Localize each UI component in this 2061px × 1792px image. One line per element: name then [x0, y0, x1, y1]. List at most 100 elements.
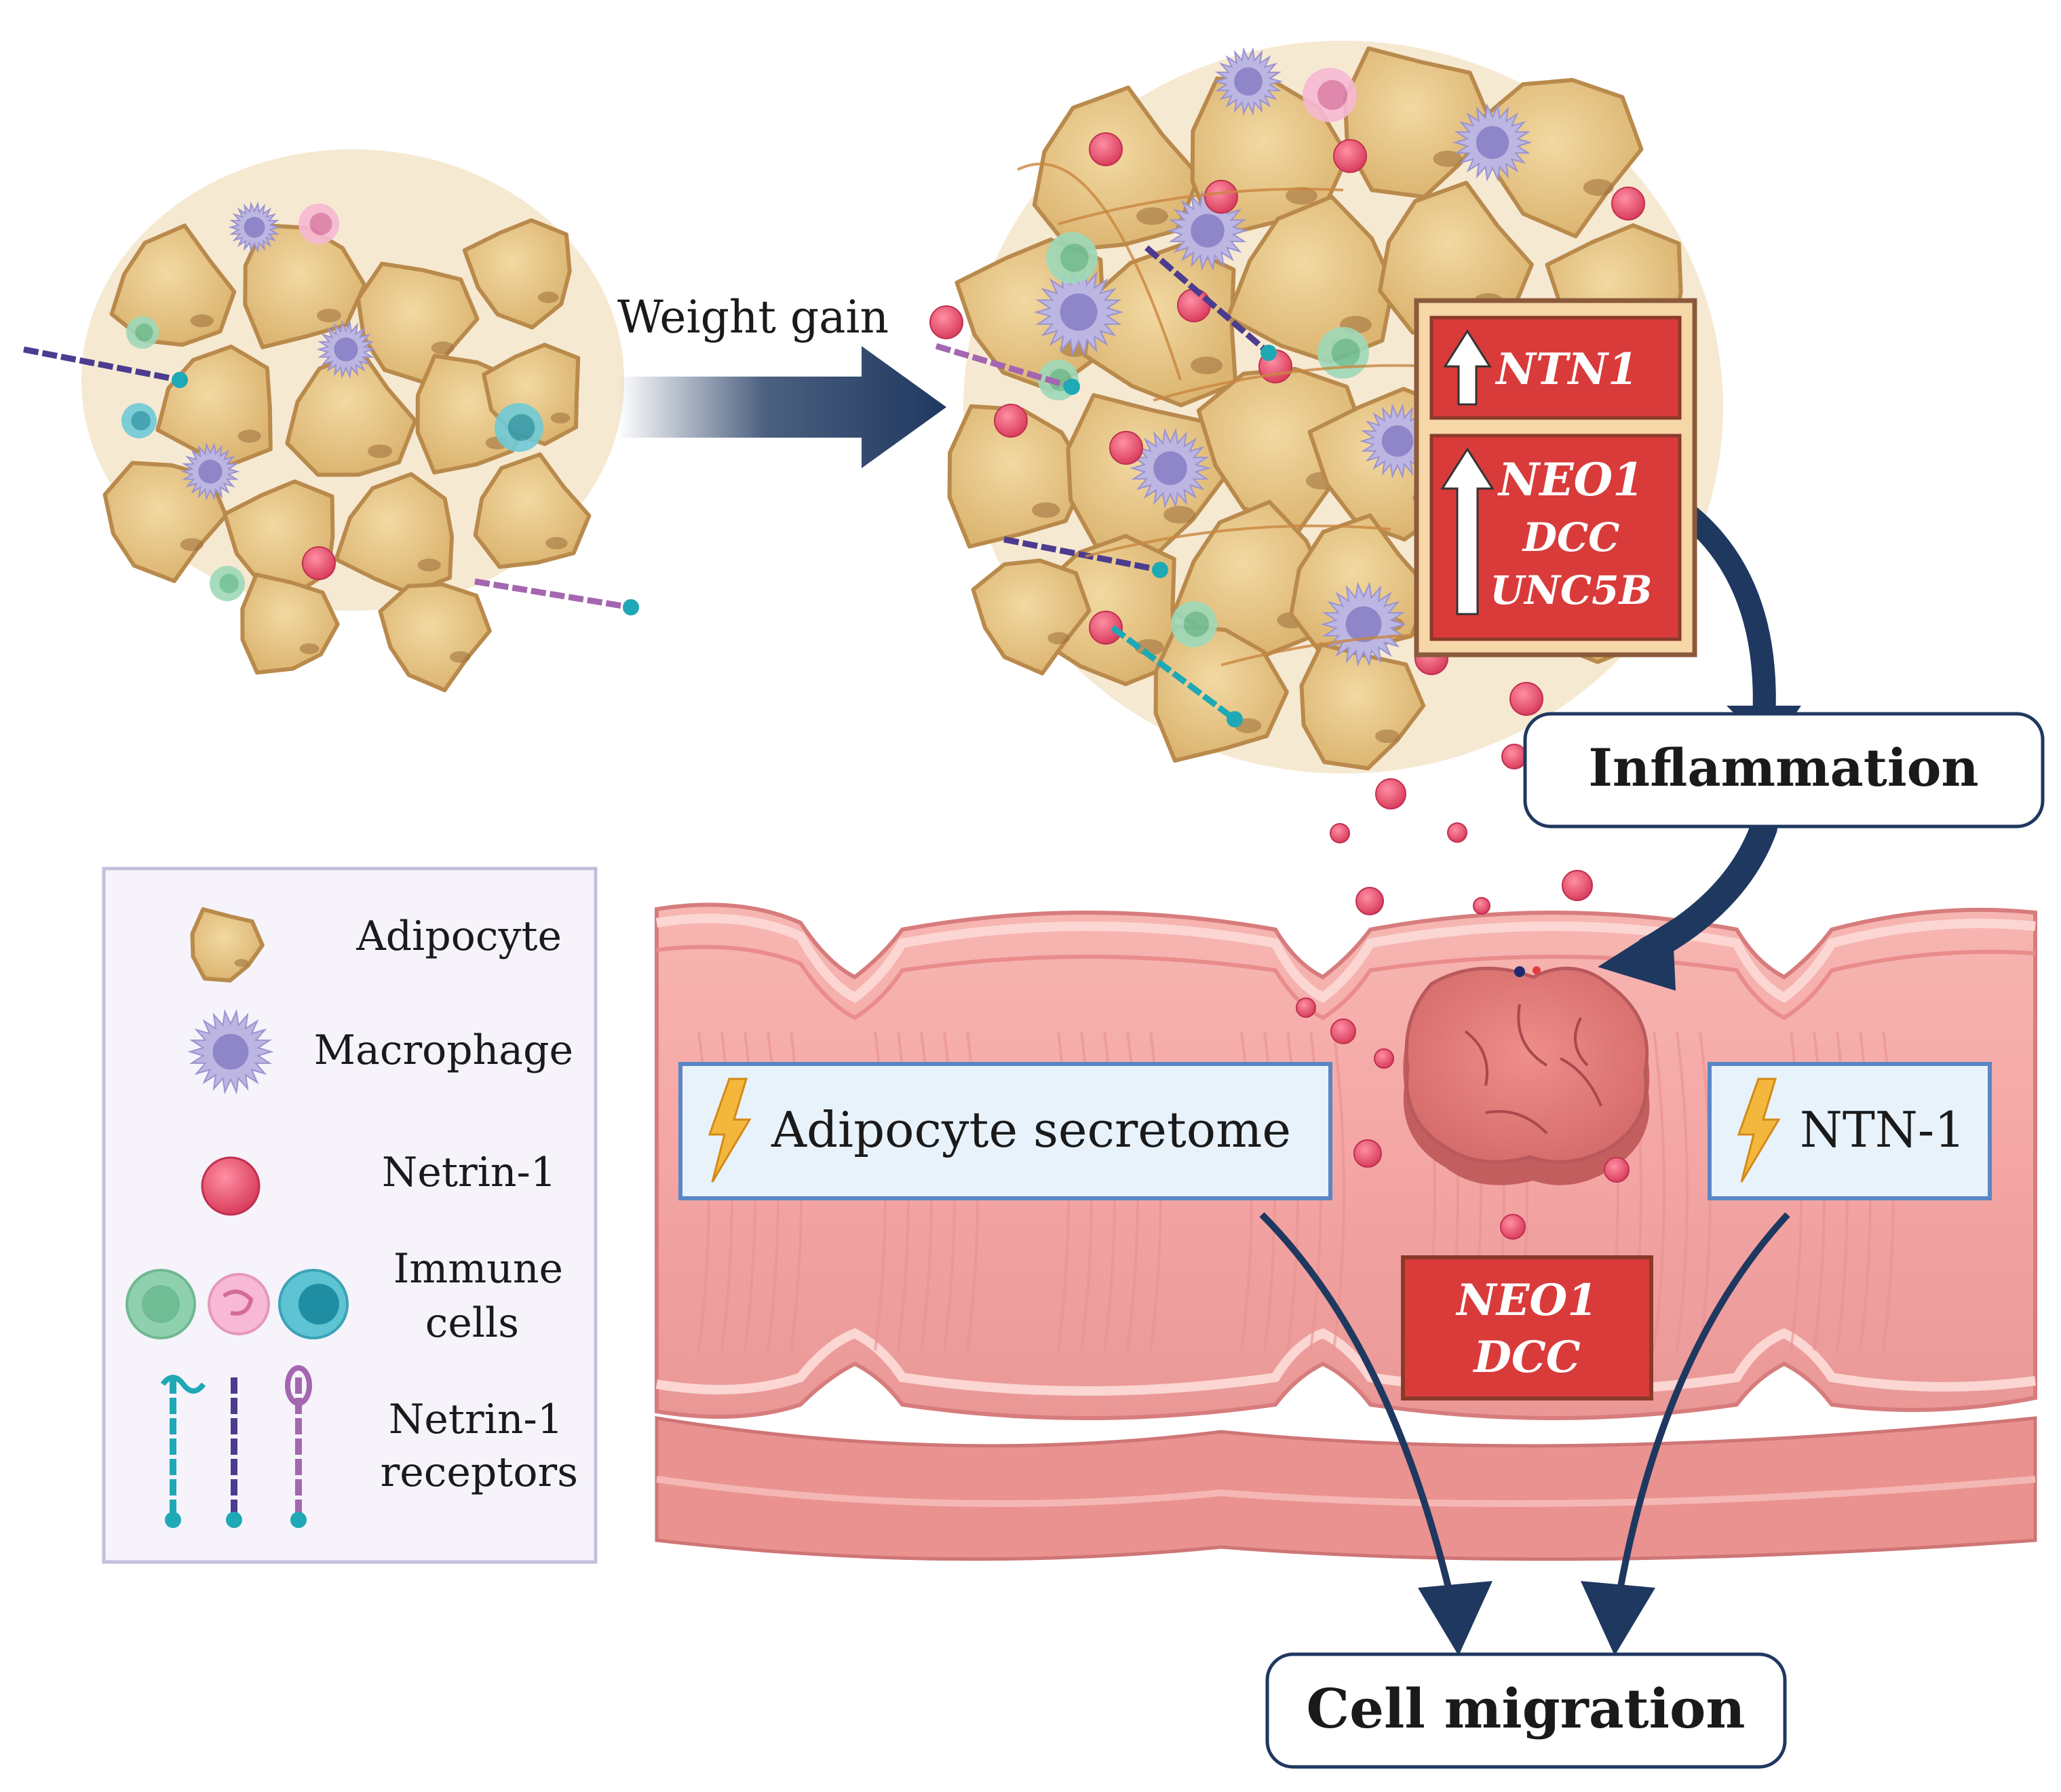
netrin-1-icon [1353, 1139, 1382, 1168]
weight-gain-arrow [617, 346, 946, 468]
netrin-1-icon [1089, 611, 1123, 645]
adipocyte-nucleus [1433, 151, 1463, 167]
immune-cell-icon [1171, 601, 1217, 647]
macrophage-icon [1033, 267, 1124, 357]
receptor-icon [1003, 536, 1168, 578]
ntn1-stimulus-label: NTN-1 [1800, 1101, 1965, 1158]
macrophage-icon [187, 1009, 274, 1094]
netrin-1-droplets [1296, 744, 1630, 1240]
upregulated-genes-panel: NTN1 NEO1 DCC UNC5B [1414, 298, 1697, 657]
inflammation-box [1523, 712, 2045, 828]
adipocyte-nucleus [417, 558, 441, 572]
receptor-icon [935, 343, 1080, 395]
legend-macrophage-label: Macrophage [314, 1027, 573, 1074]
adipocyte-nucleus [190, 314, 214, 328]
tumor-texture [1464, 1004, 1602, 1135]
adipocyte-nucleus [299, 643, 320, 654]
gene-dcc: DCC [1522, 514, 1620, 560]
up-arrow-icon [1443, 329, 1492, 406]
ntn1-to-migration-arrow-shaft [1615, 1212, 1790, 1602]
inflammation-callout: Inflammation [1523, 712, 2045, 828]
adipocyte-nucleus [537, 291, 559, 303]
legend-receptors-line1: Netrin-1 [389, 1396, 563, 1443]
gene-neo1: NEO1 [1497, 453, 1644, 506]
tumor-body [1404, 966, 1649, 1164]
adipocyte-nucleus [1134, 639, 1164, 655]
colon-body [655, 902, 2037, 1420]
secretome-to-migration-arrow-shaft [1259, 1212, 1455, 1603]
immune-cell-icon [210, 566, 245, 601]
netrin-1-icon [201, 1156, 261, 1216]
receptor-icon [23, 346, 188, 388]
macrophage-icon [1213, 47, 1284, 116]
inflammation-to-tumor-arrow-head [1598, 919, 1676, 991]
adipocyte-nucleus [1163, 506, 1195, 524]
immune-cell-icon [298, 204, 339, 244]
netrin-1-icon [1509, 682, 1543, 716]
netrin-1-icon [302, 546, 336, 580]
colon-gene-dcc: DCC [1472, 1332, 1580, 1383]
legend-receptors-line2: receptors [381, 1449, 578, 1496]
adipocyte-icon [971, 558, 1092, 676]
netrin-1-icon [1611, 187, 1645, 221]
adipocyte-icon [1196, 366, 1368, 534]
netrin-1-icon [1330, 823, 1350, 843]
adipocyte-icon [190, 907, 265, 983]
gene-unc5b: UNC5B [1490, 567, 1652, 613]
adipocyte-secretome-callout: Adipocyte secretome [678, 1062, 1332, 1200]
adipocyte-nucleus [1191, 356, 1222, 375]
inflammation-label: Inflammation [1588, 738, 1978, 798]
netrin-1-icon [1355, 887, 1384, 915]
netrin-1-icon [1604, 1157, 1630, 1183]
immune-cell-icon [126, 1269, 349, 1339]
macrophage-icon [1130, 427, 1211, 509]
gene-ntn1: NTN1 [1495, 344, 1638, 395]
macrophage-icon [180, 442, 240, 501]
legend: Adipocyte Macrophage Netrin-1 Immune cel… [102, 866, 598, 1564]
macrophage-icon [228, 201, 281, 254]
colon-tissue [655, 902, 2037, 1561]
secretome-to-migration-arrow-head [1418, 1581, 1492, 1656]
tumor-dot-red [1533, 966, 1541, 974]
macrophage-icon [1452, 103, 1533, 182]
adipocyte-nucleus [1286, 187, 1317, 205]
receptor-icon [1144, 245, 1277, 361]
netrin-1-icon [1447, 822, 1467, 843]
adipocyte-nucleus [368, 444, 392, 458]
netrin-1-icon [1374, 1048, 1394, 1069]
adipocyte-nucleus [1136, 207, 1168, 225]
weight-gain-label: Weight gain [617, 291, 889, 343]
adipocyte-icon [285, 349, 418, 477]
colon-genes-panel: NEO1 DCC [1401, 1255, 1653, 1400]
netrin-1-icon [1296, 997, 1316, 1018]
immune-cell-icon [1046, 232, 1098, 284]
colon-bottom-wall [655, 1416, 2037, 1561]
colon-lower-wall [655, 1328, 2036, 1396]
cell-migration-label: Cell migration [1306, 1677, 1745, 1740]
secretome-label: Adipocyte secretome [771, 1101, 1291, 1158]
colon-gene-neo1: NEO1 [1455, 1275, 1598, 1326]
netrin-1-icon [1204, 180, 1238, 214]
legend-immune-line2: cells [425, 1299, 519, 1347]
migration-arrows [1259, 1212, 1790, 1656]
tumor-dot-blue [1514, 966, 1525, 977]
netrin-1-icon [1089, 132, 1123, 166]
macrophage-icon [1320, 582, 1407, 667]
adipocyte-nucleus [431, 341, 455, 355]
macrophage-icon [187, 1009, 274, 1094]
immune-cell-icon [126, 316, 159, 349]
legend-box [102, 866, 598, 1564]
up-arrow-icon [1440, 447, 1495, 615]
adipocyte-nucleus [1047, 632, 1070, 645]
cell-migration-box [1265, 1652, 1787, 1769]
adipocyte-nucleus [317, 309, 341, 322]
netrin-1-icon [1562, 870, 1593, 901]
lightning-icon [708, 1078, 752, 1183]
adipocyte-nucleus [180, 538, 204, 552]
netrin-1-icon [1375, 778, 1406, 809]
adipocyte-nucleus [237, 430, 261, 443]
legend-adipocyte-label: Adipocyte [355, 913, 562, 960]
legend-netrin-label: Netrin-1 [382, 1149, 556, 1196]
macrophage-icon [316, 320, 376, 379]
